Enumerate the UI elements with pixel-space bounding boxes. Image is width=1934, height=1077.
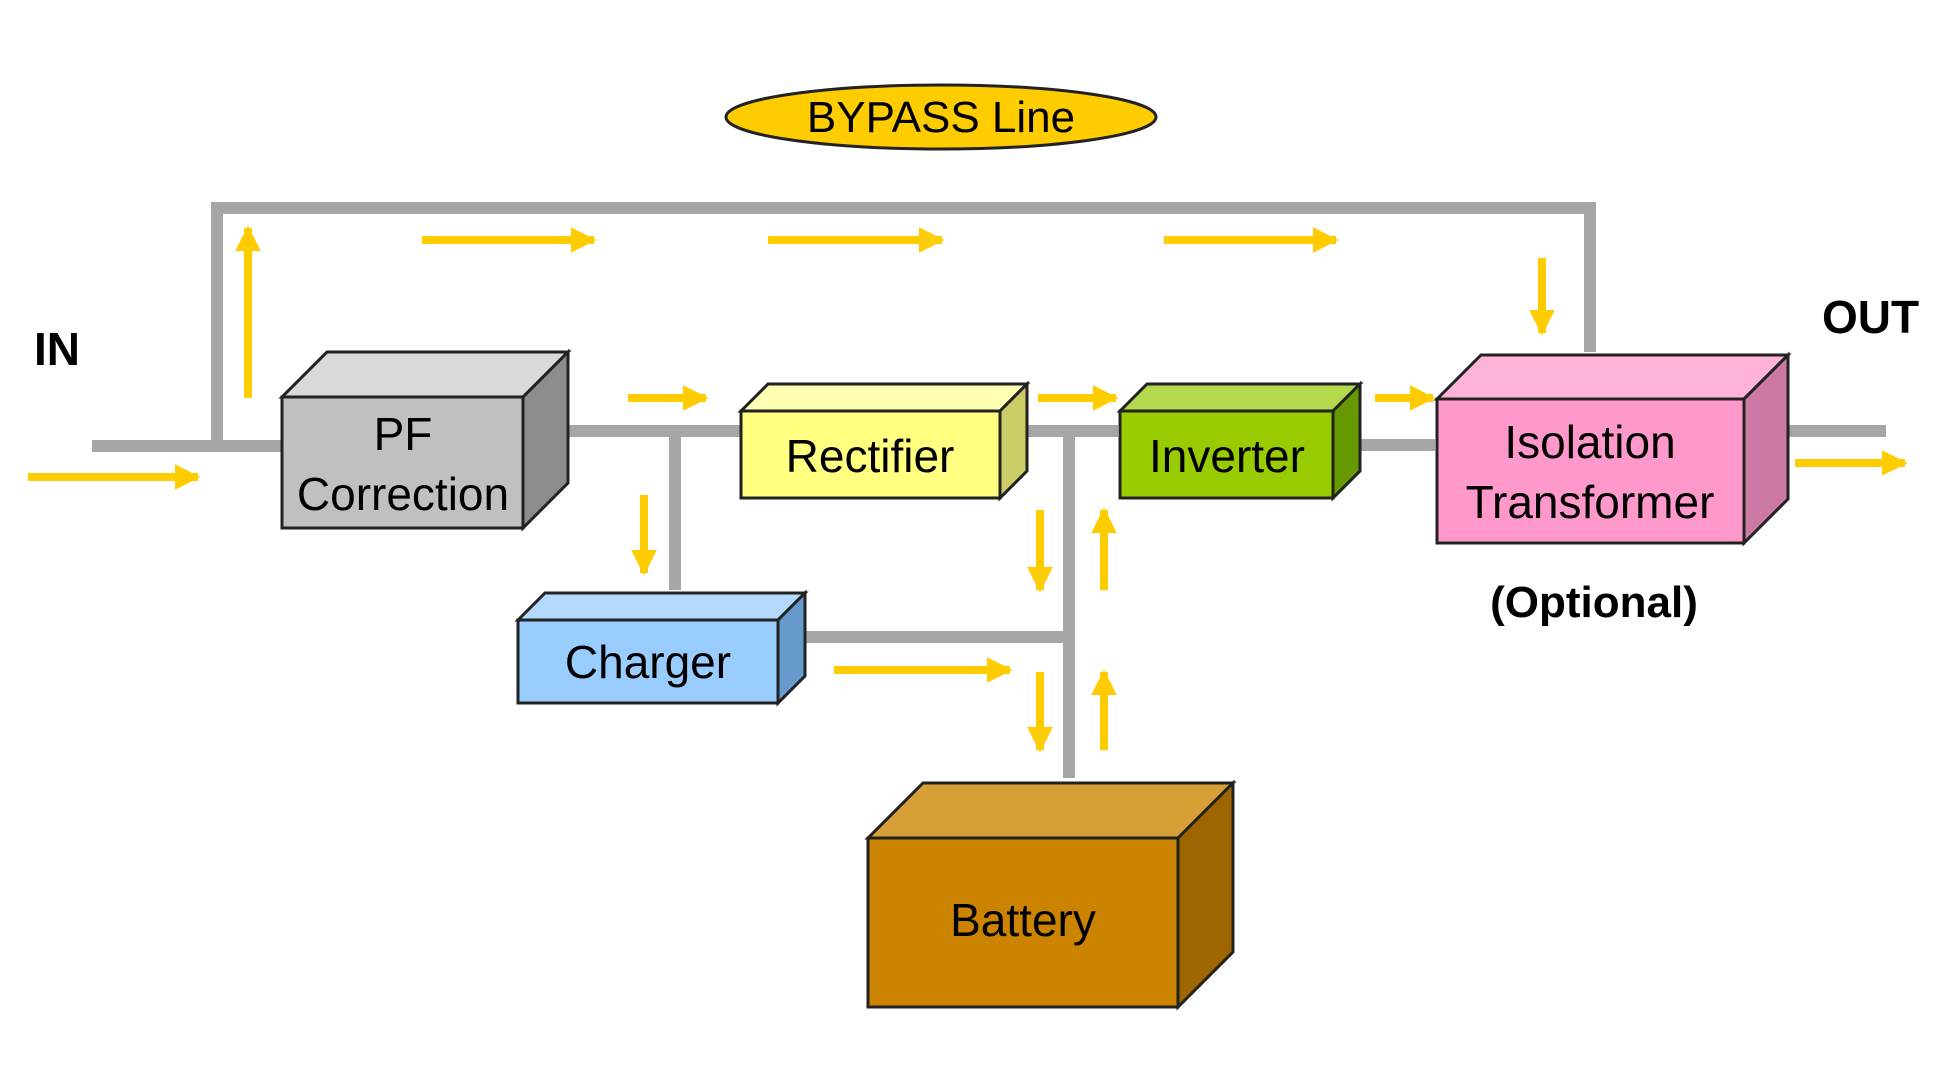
input-label: IN xyxy=(34,323,80,375)
pf-correction-label-line2: Correction xyxy=(297,468,509,520)
inverter-label: Inverter xyxy=(1149,430,1305,482)
bypass-line-text: BYPASS Line xyxy=(807,93,1075,142)
optional-label: (Optional) xyxy=(1490,578,1698,627)
pf-correction-label-line1: PF xyxy=(374,408,433,460)
bypass-line-label: BYPASS Line xyxy=(724,83,1158,151)
inverter-block xyxy=(1116,380,1364,502)
battery-block xyxy=(864,779,1237,1011)
rectifier-label: Rectifier xyxy=(786,430,955,482)
charger-block xyxy=(514,589,809,707)
wires xyxy=(92,202,1886,778)
pf-correction-block xyxy=(278,348,572,532)
isolation-transformer-block xyxy=(1433,351,1792,547)
output-label: OUT xyxy=(1822,291,1919,343)
battery-label: Battery xyxy=(950,894,1096,946)
rectifier-block xyxy=(737,380,1031,502)
charger-label: Charger xyxy=(565,636,731,688)
isolation-transformer-label-line1: Isolation xyxy=(1504,416,1675,468)
flow-arrows xyxy=(28,225,1908,753)
isolation-transformer-label-line2: Transformer xyxy=(1466,476,1715,528)
bypass-wire xyxy=(211,202,1596,446)
